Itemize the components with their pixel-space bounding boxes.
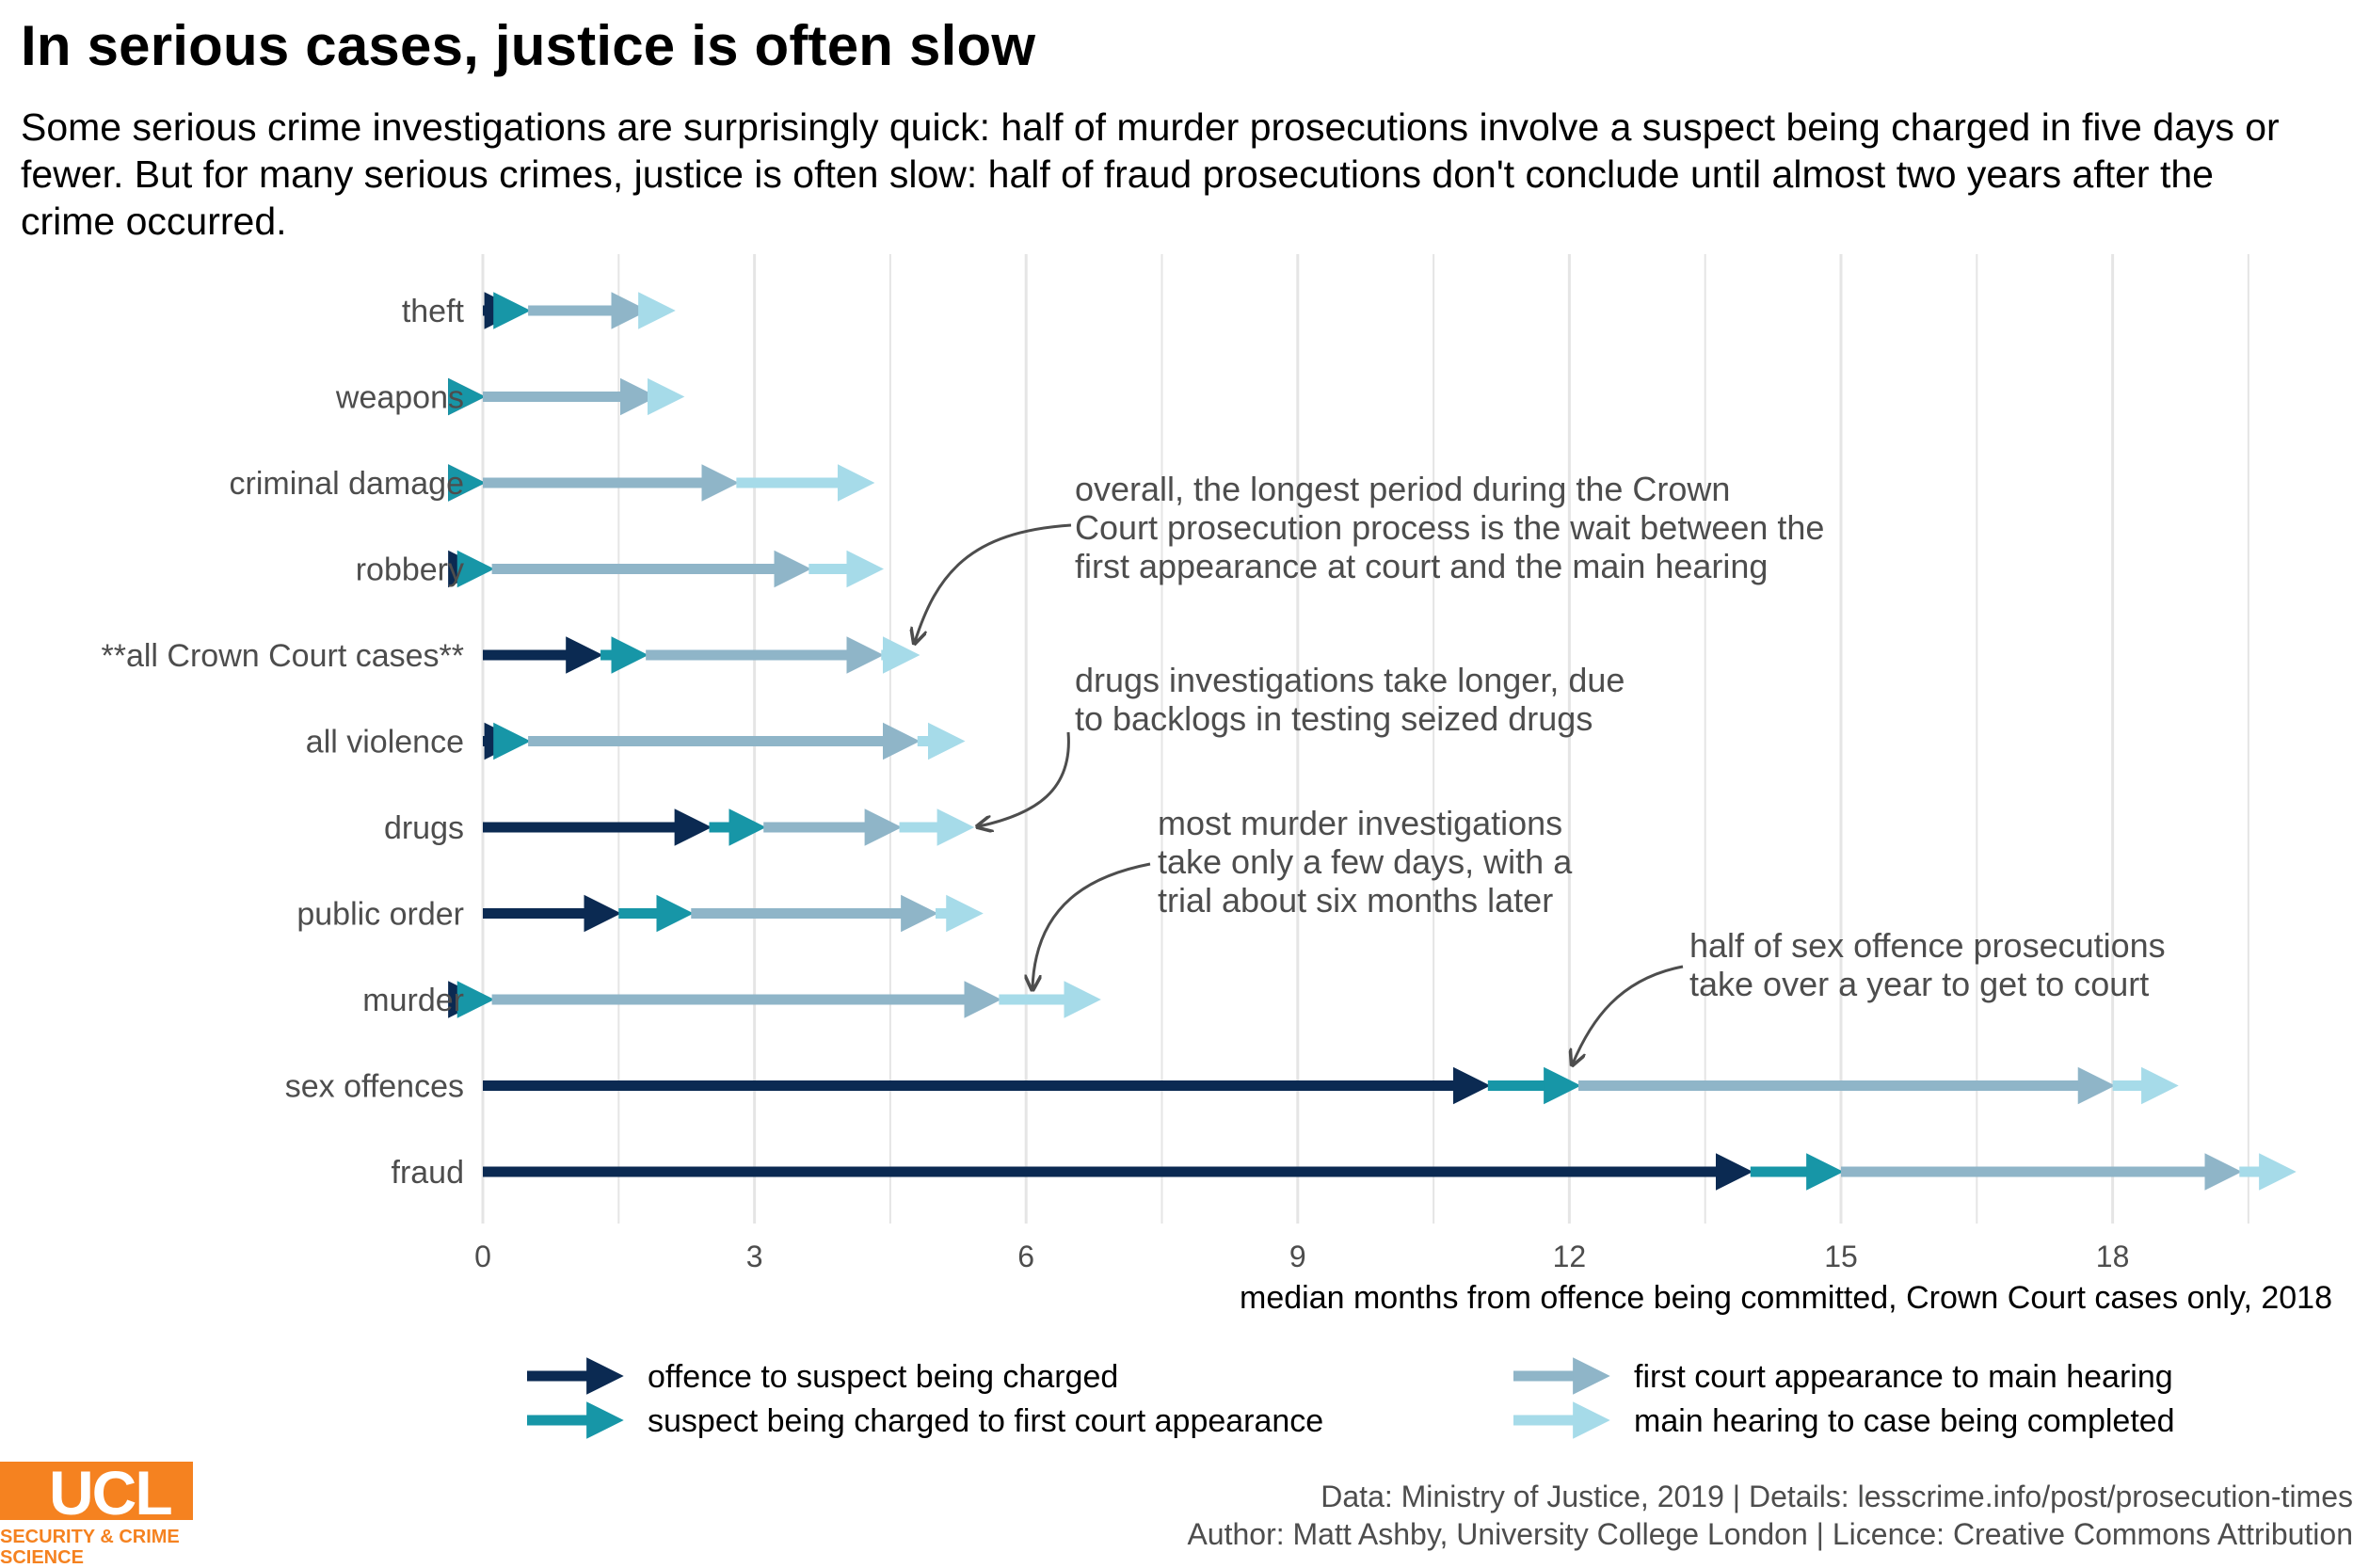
caption-author: Author: Matt Ashby, University College L… (1187, 1517, 2353, 1551)
category-label: sex offences (285, 1069, 464, 1105)
x-axis-label: median months from offence being committ… (1240, 1280, 2332, 1316)
x-tick-label: 0 (474, 1240, 491, 1273)
annotation-text: trial about six months later (1158, 881, 1553, 920)
legend-item: first court appearance to main hearing (1513, 1357, 2173, 1395)
x-tick-label: 12 (1553, 1240, 1587, 1273)
category-label: robbery (356, 552, 464, 588)
annotation: drugs investigations take longer, dueto … (979, 661, 1625, 826)
x-tick-label: 6 (1017, 1240, 1034, 1273)
x-tick-label: 18 (2096, 1240, 2130, 1273)
x-tick-label: 9 (1289, 1240, 1306, 1273)
legend-label: first court appearance to main hearing (1634, 1359, 2173, 1395)
annotations: overall, the longest period during the C… (915, 470, 2166, 1064)
chart-title: In serious cases, justice is often slow (21, 14, 1036, 77)
category-label: public order (296, 897, 464, 933)
x-tick-label: 3 (746, 1240, 763, 1273)
category-label: all violence (306, 725, 464, 760)
legend-item: offence to suspect being charged (527, 1357, 1118, 1395)
caption-source: Data: Ministry of Justice, 2019 | Detail… (1321, 1480, 2353, 1513)
annotation-text: take over a year to get to court (1689, 965, 2149, 1003)
x-tick-labels: 0 3 6 9 12 15 18 (474, 1240, 2129, 1273)
legend: offence to suspect being charged suspect … (527, 1357, 2175, 1439)
annotation-arrow (979, 731, 1070, 826)
category-label: criminal damage (230, 466, 464, 502)
annotation-text: most murder investigations (1158, 804, 1562, 842)
ucl-logo-text: UCL (49, 1458, 173, 1528)
annotation-text: to backlogs in testing seized drugs (1075, 699, 1593, 738)
legend-label: offence to suspect being charged (648, 1359, 1118, 1395)
annotation: overall, the longest period during the C… (915, 470, 1824, 642)
category-label: drugs (384, 810, 464, 846)
category-label: weapons (335, 380, 464, 416)
legend-label: main hearing to case being completed (1634, 1403, 2175, 1439)
category-label: theft (402, 294, 465, 329)
ucl-logo (0, 1462, 193, 1520)
category-label: **all Crown Court cases** (102, 638, 465, 674)
annotation-text: Court prosecution process is the wait be… (1075, 508, 1824, 547)
annotation-arrow (1032, 862, 1151, 988)
category-label: fraud (392, 1155, 465, 1191)
annotation-arrow (915, 523, 1072, 642)
annotation-text: overall, the longest period during the C… (1075, 470, 1730, 508)
caption: Data: Ministry of Justice, 2019 | Detail… (1035, 1478, 2353, 1553)
x-tick-label: 15 (1824, 1240, 1858, 1273)
ucl-department: SECURITY & CRIME SCIENCE (0, 1527, 180, 1568)
legend-item: suspect being charged to first court app… (527, 1401, 1323, 1439)
annotation-text: drugs investigations take longer, due (1075, 661, 1625, 699)
category-label: murder (362, 983, 464, 1018)
category-labels: theft weapons criminal damage robbery **all … (102, 294, 465, 1191)
data-arrows (448, 292, 2297, 1191)
legend-label: suspect being charged to first court app… (648, 1403, 1323, 1439)
legend-item: main hearing to case being completed (1513, 1401, 2175, 1439)
chart-subtitle: Some serious crime investigations are su… (21, 105, 2280, 243)
annotation-text: half of sex offence prosecutions (1689, 926, 2166, 965)
annotation-text: take only a few days, with a (1158, 842, 1573, 881)
annotation-arrow (1573, 965, 1684, 1064)
arrow-chart: theft weapons criminal damage robbery **all … (102, 254, 2332, 1439)
annotation-text: first appearance at court and the main h… (1075, 547, 1768, 585)
